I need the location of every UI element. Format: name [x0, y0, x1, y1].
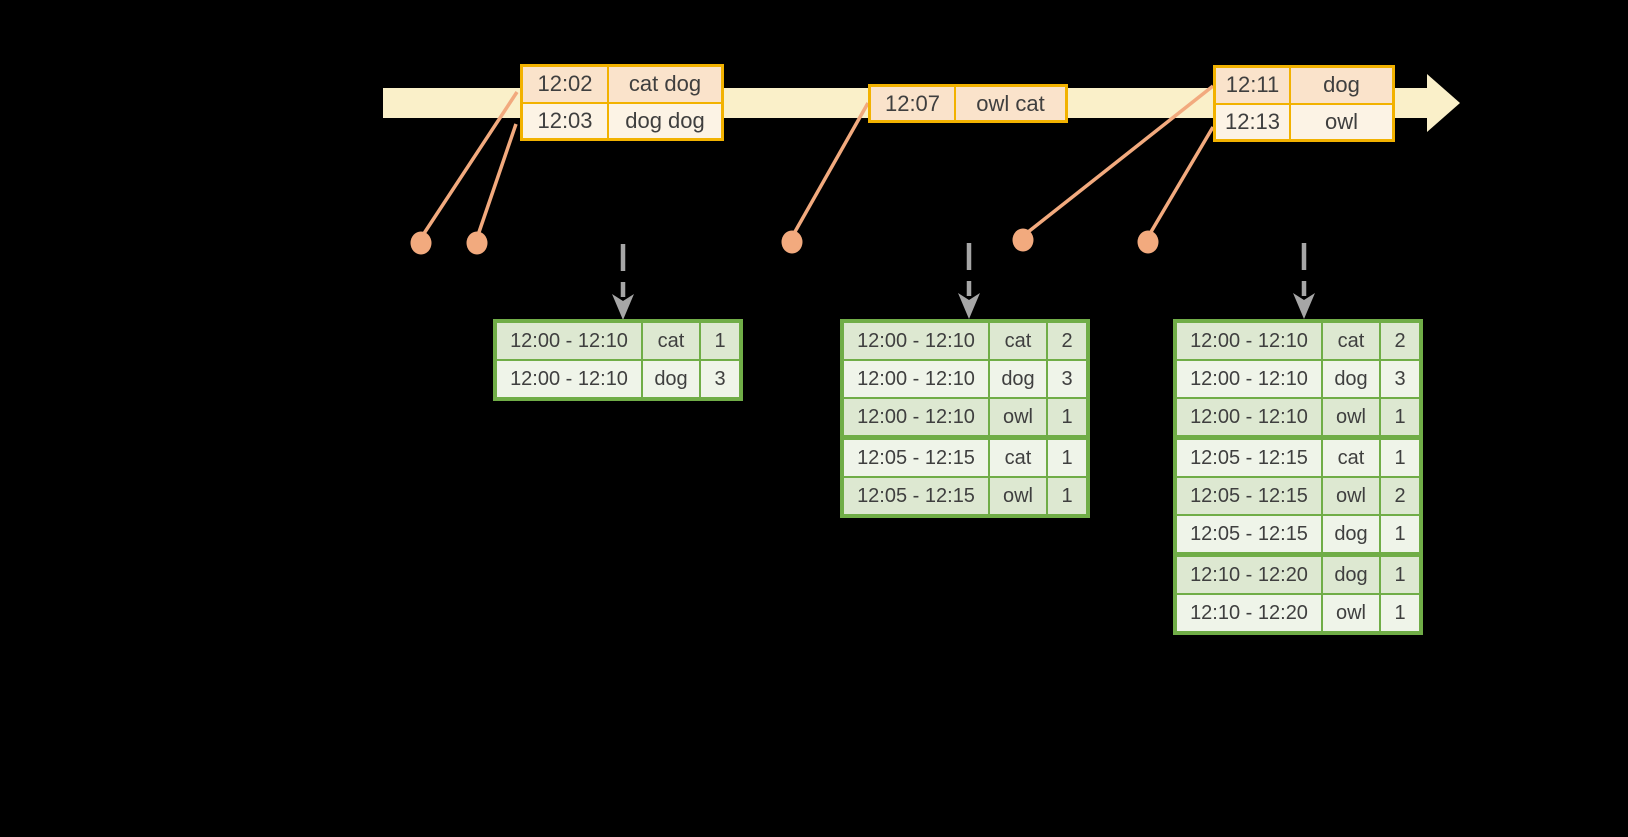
event-connector-line [1146, 126, 1215, 238]
time-cell: 12:02 [523, 67, 607, 102]
window-cell: 12:05 - 12:15 [1177, 516, 1321, 552]
event-connector-line [419, 91, 519, 239]
trigger-arrow-icon [1293, 243, 1315, 319]
event-marker-dot [410, 231, 432, 255]
window-cell: 12:00 - 12:10 [497, 361, 641, 397]
event-connector-lines [419, 84, 1215, 239]
timeline-arrowhead-icon [1427, 74, 1460, 132]
table-row: 12:00 - 12:10 cat 2 [844, 323, 1086, 359]
count-cell: 2 [1381, 478, 1419, 514]
count-cell: 1 [1048, 440, 1086, 476]
table-row: 12:00 - 12:10 cat 2 [1177, 323, 1419, 359]
word-cell: owl [990, 399, 1046, 435]
event-connector-line [1021, 84, 1215, 238]
window-cell: 12:05 - 12:15 [844, 440, 988, 476]
count-cell: 1 [701, 323, 739, 359]
count-cell: 3 [1048, 361, 1086, 397]
table-row: 12:00 - 12:10 owl 1 [844, 399, 1086, 435]
word-cell: cat [990, 323, 1046, 359]
time-cell: 12:07 [871, 87, 954, 120]
window-cell: 12:00 - 12:10 [1177, 323, 1321, 359]
word-cell: dog [1323, 557, 1379, 593]
words-cell: dog dog [609, 103, 721, 138]
count-cell: 1 [1381, 595, 1419, 631]
event-row: 12:07 owl cat [871, 87, 1065, 120]
event-row: 12:13 owl [1216, 104, 1392, 139]
count-cell: 2 [1048, 323, 1086, 359]
window-cell: 12:00 - 12:10 [844, 361, 988, 397]
window-cell: 12:05 - 12:15 [1177, 440, 1321, 476]
time-cell: 12:11 [1216, 68, 1289, 103]
count-cell: 1 [1381, 557, 1419, 593]
result-table: 12:00 - 12:10 cat 1 12:00 - 12:10 dog 3 [493, 319, 743, 401]
words-cell: dog [1291, 68, 1392, 103]
event-table: 12:11 dog 12:13 owl [1213, 65, 1395, 142]
event-marker-dot [781, 230, 803, 254]
event-table: 12:02 cat dog 12:03 dog dog [520, 64, 724, 141]
words-cell: owl [1291, 104, 1392, 139]
table-row: 12:05 - 12:15 owl 1 [844, 478, 1086, 514]
event-row: 12:11 dog [1216, 68, 1392, 103]
count-cell: 1 [1048, 399, 1086, 435]
table-row: 12:00 - 12:10 cat 1 [497, 323, 739, 359]
event-table: 12:07 owl cat [868, 84, 1068, 123]
result-table: 12:00 - 12:10 cat 2 12:00 - 12:10 dog 3 … [1173, 319, 1423, 635]
event-marker-dots [410, 228, 1159, 255]
table-row: 12:00 - 12:10 dog 3 [844, 361, 1086, 397]
event-connector-line [790, 102, 870, 238]
word-cell: dog [990, 361, 1046, 397]
words-cell: cat dog [609, 67, 721, 102]
word-cell: owl [1323, 595, 1379, 631]
event-marker-dot [1012, 228, 1034, 252]
count-cell: 3 [701, 361, 739, 397]
window-cell: 12:00 - 12:10 [1177, 361, 1321, 397]
table-row: 12:00 - 12:10 owl 1 [1177, 399, 1419, 435]
word-cell: dog [1323, 361, 1379, 397]
count-cell: 1 [1381, 516, 1419, 552]
trigger-arrow-icon [958, 243, 980, 319]
word-cell: owl [1323, 478, 1379, 514]
window-cell: 12:00 - 12:10 [844, 399, 988, 435]
table-row: 12:10 - 12:20 dog 1 [1177, 557, 1419, 593]
window-cell: 12:00 - 12:10 [1177, 399, 1321, 435]
window-cell: 12:10 - 12:20 [1177, 557, 1321, 593]
window-cell: 12:10 - 12:20 [1177, 595, 1321, 631]
word-cell: dog [1323, 516, 1379, 552]
word-cell: owl [990, 478, 1046, 514]
event-connector-line [475, 123, 518, 239]
count-cell: 1 [1381, 440, 1419, 476]
table-row: 12:05 - 12:15 dog 1 [1177, 516, 1419, 552]
word-cell: cat [990, 440, 1046, 476]
table-row: 12:00 - 12:10 dog 3 [497, 361, 739, 397]
event-row: 12:03 dog dog [523, 103, 721, 138]
time-cell: 12:03 [523, 103, 607, 138]
event-marker-dot [466, 231, 488, 255]
window-cell: 12:00 - 12:10 [844, 323, 988, 359]
words-cell: owl cat [956, 87, 1065, 120]
window-cell: 12:05 - 12:15 [844, 478, 988, 514]
word-cell: owl [1323, 399, 1379, 435]
table-row: 12:05 - 12:15 owl 2 [1177, 478, 1419, 514]
word-cell: cat [1323, 323, 1379, 359]
event-row: 12:02 cat dog [523, 67, 721, 102]
word-cell: cat [643, 323, 699, 359]
count-cell: 1 [1381, 399, 1419, 435]
table-row: 12:05 - 12:15 cat 1 [844, 440, 1086, 476]
count-cell: 1 [1048, 478, 1086, 514]
count-cell: 3 [1381, 361, 1419, 397]
result-table: 12:00 - 12:10 cat 2 12:00 - 12:10 dog 3 … [840, 319, 1090, 518]
event-marker-dot [1137, 230, 1159, 254]
count-cell: 2 [1381, 323, 1419, 359]
trigger-arrow-icon [612, 244, 634, 320]
window-cell: 12:05 - 12:15 [1177, 478, 1321, 514]
time-cell: 12:13 [1216, 104, 1289, 139]
table-row: 12:00 - 12:10 dog 3 [1177, 361, 1419, 397]
word-cell: dog [643, 361, 699, 397]
table-row: 12:10 - 12:20 owl 1 [1177, 595, 1419, 631]
table-row: 12:05 - 12:15 cat 1 [1177, 440, 1419, 476]
word-cell: cat [1323, 440, 1379, 476]
window-cell: 12:00 - 12:10 [497, 323, 641, 359]
